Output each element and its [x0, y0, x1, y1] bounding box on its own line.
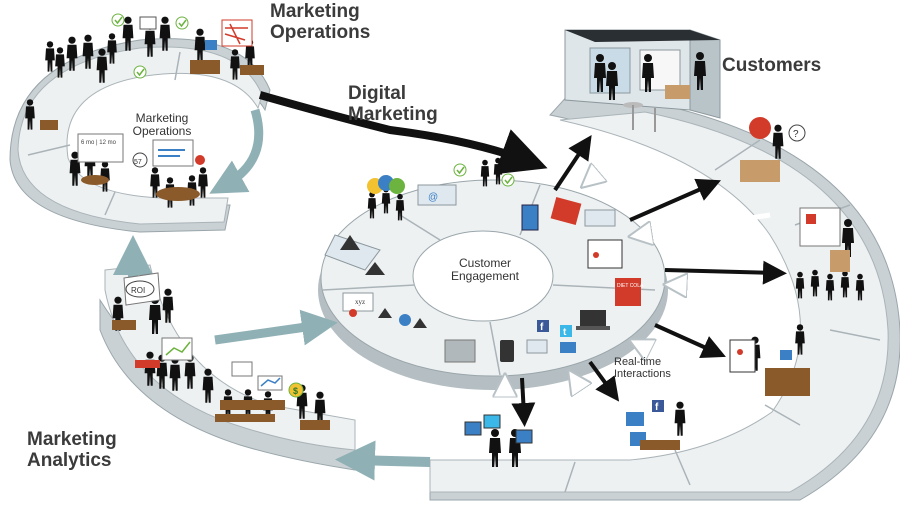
ops-loop-arrow [209, 108, 264, 194]
customers-to-analytics-arrow [335, 440, 431, 481]
person-silhouette [594, 54, 606, 92]
person-silhouette [96, 48, 108, 83]
person-silhouette [122, 16, 134, 51]
person-silhouette [150, 167, 160, 198]
person-silhouette [842, 219, 854, 257]
person-silhouette [642, 54, 654, 92]
person-silhouette [162, 288, 174, 323]
cola-label: DIET COLA [617, 283, 644, 289]
bubble-57: 57 [134, 159, 142, 166]
check-icons [111, 13, 515, 187]
person-silhouette [606, 62, 618, 100]
question-icon: ? [793, 129, 799, 140]
person-silhouette [694, 52, 706, 90]
person-silhouette [840, 270, 850, 298]
customers-label: Customers [722, 55, 822, 76]
xyz-formula: xyz [355, 298, 365, 306]
board-label: 6 mo | 12 mo [81, 140, 117, 146]
person-silhouette [855, 273, 865, 301]
digital-marketing-label: Digital Marketing [348, 83, 438, 126]
twitter-icon: t [563, 327, 567, 338]
engagement-ring [318, 179, 668, 390]
person-silhouette [395, 193, 405, 221]
realtime-interactions-label: Real-time Interactions [614, 356, 671, 381]
digital-marketing-arrow [258, 91, 548, 175]
person-silhouette [107, 33, 117, 64]
teal-flow-arrows [113, 108, 431, 481]
person-silhouette [66, 36, 78, 71]
person-silhouette [772, 124, 784, 159]
person-silhouette [674, 401, 686, 436]
person-silhouette [159, 16, 171, 51]
person-silhouette [82, 34, 94, 69]
dollar-icon: $ [293, 386, 298, 396]
email-symbol: @ [428, 192, 438, 203]
facebook-icon: f [540, 322, 544, 333]
person-silhouette [198, 167, 208, 198]
person-silhouette [480, 159, 490, 187]
marketing-operations-title: Marketing Operations [270, 1, 371, 44]
facebook-icon-2: f [655, 402, 659, 413]
black-outbound-arrows [511, 135, 787, 427]
person-silhouette [795, 271, 805, 299]
person-silhouette [230, 49, 240, 80]
person-silhouette [69, 151, 81, 186]
person-silhouette [810, 269, 820, 297]
customers-outer-ring [429, 59, 900, 501]
person-silhouette [489, 429, 501, 467]
customer-engagement-label: Customer Engagement [450, 256, 520, 284]
person-silhouette [825, 273, 835, 301]
person-silhouette [493, 157, 503, 185]
white-inbound-arrows [505, 148, 786, 415]
marketing-analytics-label: Marketing Analytics [27, 429, 117, 472]
person-silhouette [55, 47, 65, 78]
marketing-operations-inner-label: Marketing Operations [132, 111, 192, 139]
scene-objects: 6 mo | 12 mo @ [40, 13, 850, 450]
analytics-to-engagement-arrow [214, 309, 338, 346]
person-silhouette [45, 41, 55, 72]
person-silhouette [202, 368, 214, 403]
person-silhouette [112, 296, 124, 331]
roi-bubble-icon: ROI [131, 286, 145, 295]
person-silhouette [194, 28, 206, 63]
